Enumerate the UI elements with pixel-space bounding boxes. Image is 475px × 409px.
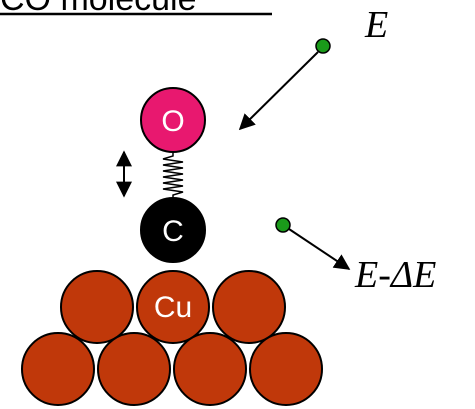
scattered-energy-label: E-ΔE: [354, 254, 436, 296]
copper-atom: [249, 332, 323, 406]
incident-energy-label: E: [364, 4, 388, 46]
scattered-arrow: [288, 228, 351, 270]
incident-arrow: [238, 51, 319, 131]
copper-atom: [60, 270, 134, 344]
page-title: CO molecule: [0, 0, 197, 18]
scattered-particle: [275, 217, 291, 233]
copper-atom-labeled: [136, 270, 210, 344]
copper-atom: [97, 332, 171, 406]
copper-atom: [212, 270, 286, 344]
copper-surface: Cu: [21, 270, 323, 406]
title-group: CO molecule: [0, 0, 272, 18]
copper-label: Cu: [154, 291, 192, 324]
copper-atom: [173, 332, 247, 406]
copper-atom: [21, 332, 95, 406]
spring-icon: [162, 152, 184, 199]
oxygen-label: O: [161, 105, 184, 138]
incident-particle: [315, 38, 331, 54]
carbon-atom: C: [140, 197, 206, 263]
oxygen-atom: O: [140, 87, 206, 153]
carbon-label: C: [162, 215, 184, 248]
